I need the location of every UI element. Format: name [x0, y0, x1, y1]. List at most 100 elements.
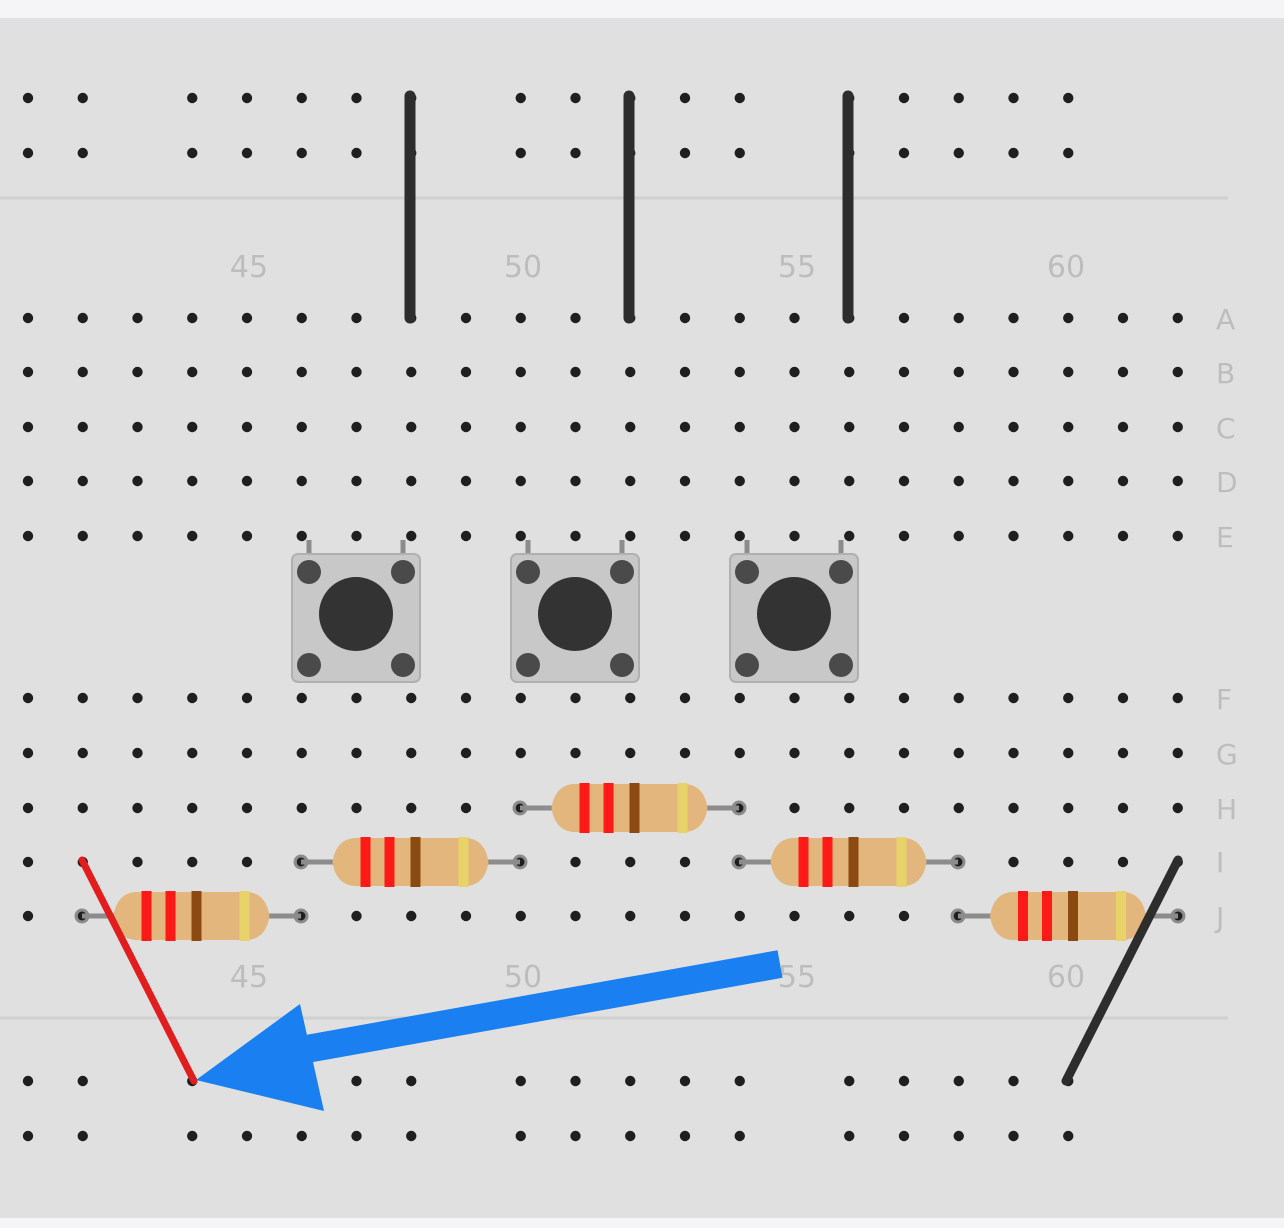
- rail-hole[interactable]: [77, 1075, 88, 1087]
- breadboard-hole[interactable]: [898, 910, 910, 922]
- breadboard-hole[interactable]: [460, 530, 472, 542]
- breadboard-hole[interactable]: [898, 802, 910, 814]
- breadboard-hole[interactable]: [789, 802, 800, 814]
- breadboard-hole[interactable]: [515, 475, 526, 487]
- breadboard-hole[interactable]: [132, 312, 143, 324]
- breadboard-hole[interactable]: [296, 802, 307, 814]
- breadboard-hole[interactable]: [1172, 692, 1183, 704]
- breadboard-hole[interactable]: [77, 530, 88, 542]
- breadboard-hole[interactable]: [898, 421, 910, 433]
- breadboard-hole[interactable]: [953, 802, 964, 814]
- breadboard-hole[interactable]: [241, 802, 253, 814]
- rail-hole[interactable]: [406, 1130, 417, 1142]
- breadboard-hole[interactable]: [351, 747, 362, 759]
- rail-hole[interactable]: [898, 147, 910, 159]
- breadboard-hole[interactable]: [679, 530, 691, 542]
- rail-hole[interactable]: [1008, 92, 1019, 104]
- breadboard-hole[interactable]: [241, 692, 253, 704]
- breadboard-hole[interactable]: [296, 421, 307, 433]
- breadboard-hole[interactable]: [898, 530, 910, 542]
- breadboard-hole[interactable]: [625, 910, 636, 922]
- breadboard-hole[interactable]: [898, 366, 910, 378]
- breadboard-hole[interactable]: [296, 530, 307, 542]
- breadboard-hole[interactable]: [1063, 530, 1074, 542]
- rail-hole[interactable]: [625, 1130, 636, 1142]
- breadboard-hole[interactable]: [844, 475, 855, 487]
- rail-hole[interactable]: [22, 1130, 34, 1142]
- breadboard-hole[interactable]: [132, 802, 143, 814]
- breadboard-hole[interactable]: [77, 312, 88, 324]
- rail-hole[interactable]: [953, 147, 964, 159]
- breadboard-hole[interactable]: [296, 366, 307, 378]
- breadboard-hole[interactable]: [734, 802, 745, 814]
- button-cap[interactable]: [538, 577, 612, 651]
- breadboard-hole[interactable]: [898, 475, 910, 487]
- breadboard-hole[interactable]: [953, 421, 964, 433]
- breadboard-hole[interactable]: [625, 366, 636, 378]
- breadboard-hole[interactable]: [625, 421, 636, 433]
- breadboard-hole[interactable]: [734, 421, 745, 433]
- rail-hole[interactable]: [953, 92, 964, 104]
- breadboard-hole[interactable]: [77, 366, 88, 378]
- breadboard-hole[interactable]: [22, 475, 34, 487]
- rail-hole[interactable]: [625, 1075, 636, 1087]
- rail-hole[interactable]: [953, 1130, 964, 1142]
- push-button[interactable]: [510, 540, 640, 683]
- breadboard-hole[interactable]: [844, 366, 855, 378]
- breadboard-hole[interactable]: [296, 692, 307, 704]
- breadboard-hole[interactable]: [22, 802, 34, 814]
- breadboard-hole[interactable]: [351, 366, 362, 378]
- breadboard-hole[interactable]: [241, 312, 253, 324]
- breadboard-hole[interactable]: [570, 312, 581, 324]
- breadboard-hole[interactable]: [679, 856, 691, 868]
- breadboard-hole[interactable]: [953, 475, 964, 487]
- breadboard-hole[interactable]: [241, 366, 253, 378]
- breadboard-hole[interactable]: [296, 312, 307, 324]
- breadboard-hole[interactable]: [187, 856, 198, 868]
- breadboard-hole[interactable]: [734, 530, 745, 542]
- breadboard-hole[interactable]: [132, 475, 143, 487]
- breadboard-hole[interactable]: [351, 802, 362, 814]
- push-button[interactable]: [729, 540, 859, 683]
- rail-hole[interactable]: [22, 147, 34, 159]
- resistor[interactable]: [293, 837, 528, 887]
- breadboard-hole[interactable]: [734, 910, 745, 922]
- breadboard-hole[interactable]: [187, 802, 198, 814]
- button-cap[interactable]: [319, 577, 393, 651]
- breadboard-hole[interactable]: [406, 421, 417, 433]
- breadboard-hole[interactable]: [22, 366, 34, 378]
- breadboard-hole[interactable]: [241, 421, 253, 433]
- breadboard-hole[interactable]: [1063, 747, 1074, 759]
- rail-hole[interactable]: [734, 1075, 745, 1087]
- breadboard-hole[interactable]: [187, 421, 198, 433]
- rail-hole[interactable]: [296, 1130, 307, 1142]
- breadboard-hole[interactable]: [351, 421, 362, 433]
- breadboard-hole[interactable]: [1063, 366, 1074, 378]
- breadboard-hole[interactable]: [515, 312, 526, 324]
- breadboard-hole[interactable]: [679, 910, 691, 922]
- rail-hole[interactable]: [406, 1075, 417, 1087]
- breadboard-hole[interactable]: [1063, 856, 1074, 868]
- breadboard-hole[interactable]: [515, 421, 526, 433]
- breadboard-hole[interactable]: [132, 530, 143, 542]
- rail-hole[interactable]: [515, 1130, 526, 1142]
- breadboard-hole[interactable]: [844, 530, 855, 542]
- breadboard-hole[interactable]: [187, 530, 198, 542]
- breadboard-hole[interactable]: [953, 312, 964, 324]
- breadboard-hole[interactable]: [460, 421, 472, 433]
- rail-hole[interactable]: [241, 92, 253, 104]
- breadboard-hole[interactable]: [1008, 366, 1019, 378]
- breadboard-hole[interactable]: [1172, 475, 1183, 487]
- rail-hole[interactable]: [898, 92, 910, 104]
- rail-hole[interactable]: [679, 1130, 691, 1142]
- breadboard-hole[interactable]: [570, 366, 581, 378]
- breadboard-hole[interactable]: [789, 366, 800, 378]
- breadboard-hole[interactable]: [1172, 421, 1183, 433]
- rail-hole[interactable]: [351, 147, 362, 159]
- rail-hole[interactable]: [351, 1130, 362, 1142]
- rail-hole[interactable]: [22, 1075, 34, 1087]
- breadboard-hole[interactable]: [1117, 312, 1129, 324]
- breadboard-hole[interactable]: [22, 692, 34, 704]
- breadboard-hole[interactable]: [570, 747, 581, 759]
- breadboard-hole[interactable]: [1008, 530, 1019, 542]
